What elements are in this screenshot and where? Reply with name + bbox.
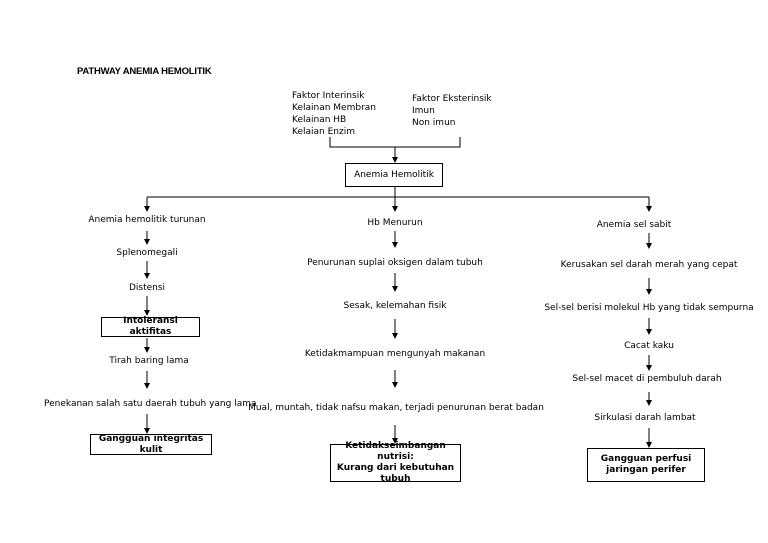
page-title: PATHWAY ANEMIA HEMOLITIK xyxy=(77,66,212,77)
intrinsic-factor-item: Kelainan HB xyxy=(292,115,347,125)
mid-node-3: Sesak, kelemahan fisik xyxy=(343,301,447,311)
left-node-5: Tirah baring lama xyxy=(109,356,189,366)
mid-node-1: Hb Menurun xyxy=(367,218,423,228)
left-node-3: Distensi xyxy=(128,283,166,293)
extrinsic-factor-item: Non imun xyxy=(412,118,456,128)
right-node-5: Sel-sel macet di pembuluh darah xyxy=(572,374,722,384)
mid-diagnosis-box: Ketidakseimbangan nutrisi: Kurang dari k… xyxy=(330,441,461,484)
left-node-2: Splenomegali xyxy=(116,248,178,258)
left-node-1: Anemia hemolitik turunan xyxy=(88,215,206,225)
right-node-1: Anemia sel sabit xyxy=(596,220,672,230)
right-node-4: Cacat kaku xyxy=(624,341,674,351)
mid-node-2: Penurunan suplai oksigen dalam tubuh xyxy=(307,258,483,268)
extrinsic-factor-heading: Faktor Eksterinsik xyxy=(412,94,492,104)
left-node-6: Penekanan salah satu daerah tubuh yang l… xyxy=(44,399,257,409)
intrinsic-factor-item: Kelainan Membran xyxy=(292,103,376,113)
left-diagnosis-box-2: Gangguan integritas kulit xyxy=(90,434,212,455)
extrinsic-factor-item: Imun xyxy=(412,106,435,116)
mid-node-4: Ketidakmampuan mengunyah makanan xyxy=(304,349,486,359)
right-node-2: Kerusakan sel darah merah yang cepat xyxy=(560,260,738,270)
right-node-6: Sirkulasi darah lambat xyxy=(594,413,696,423)
right-diagnosis-box: Gangguan perfusi jaringan perifer xyxy=(587,448,705,482)
right-node-3: Sel-sel berisi molekul Hb yang tidak sem… xyxy=(544,303,754,313)
factor-bracket xyxy=(329,137,461,148)
left-diagnosis-box-1: Intoleransi aktifitas xyxy=(101,316,200,337)
intrinsic-factor-item: Kelaian Enzim xyxy=(292,127,355,137)
intrinsic-factor-heading: Faktor Interinsik xyxy=(292,91,365,101)
root-node-box: Anemia Hemolitik xyxy=(345,163,443,187)
mid-node-5: Mual, muntah, tidak nafsu makan, terjadi… xyxy=(248,403,544,413)
